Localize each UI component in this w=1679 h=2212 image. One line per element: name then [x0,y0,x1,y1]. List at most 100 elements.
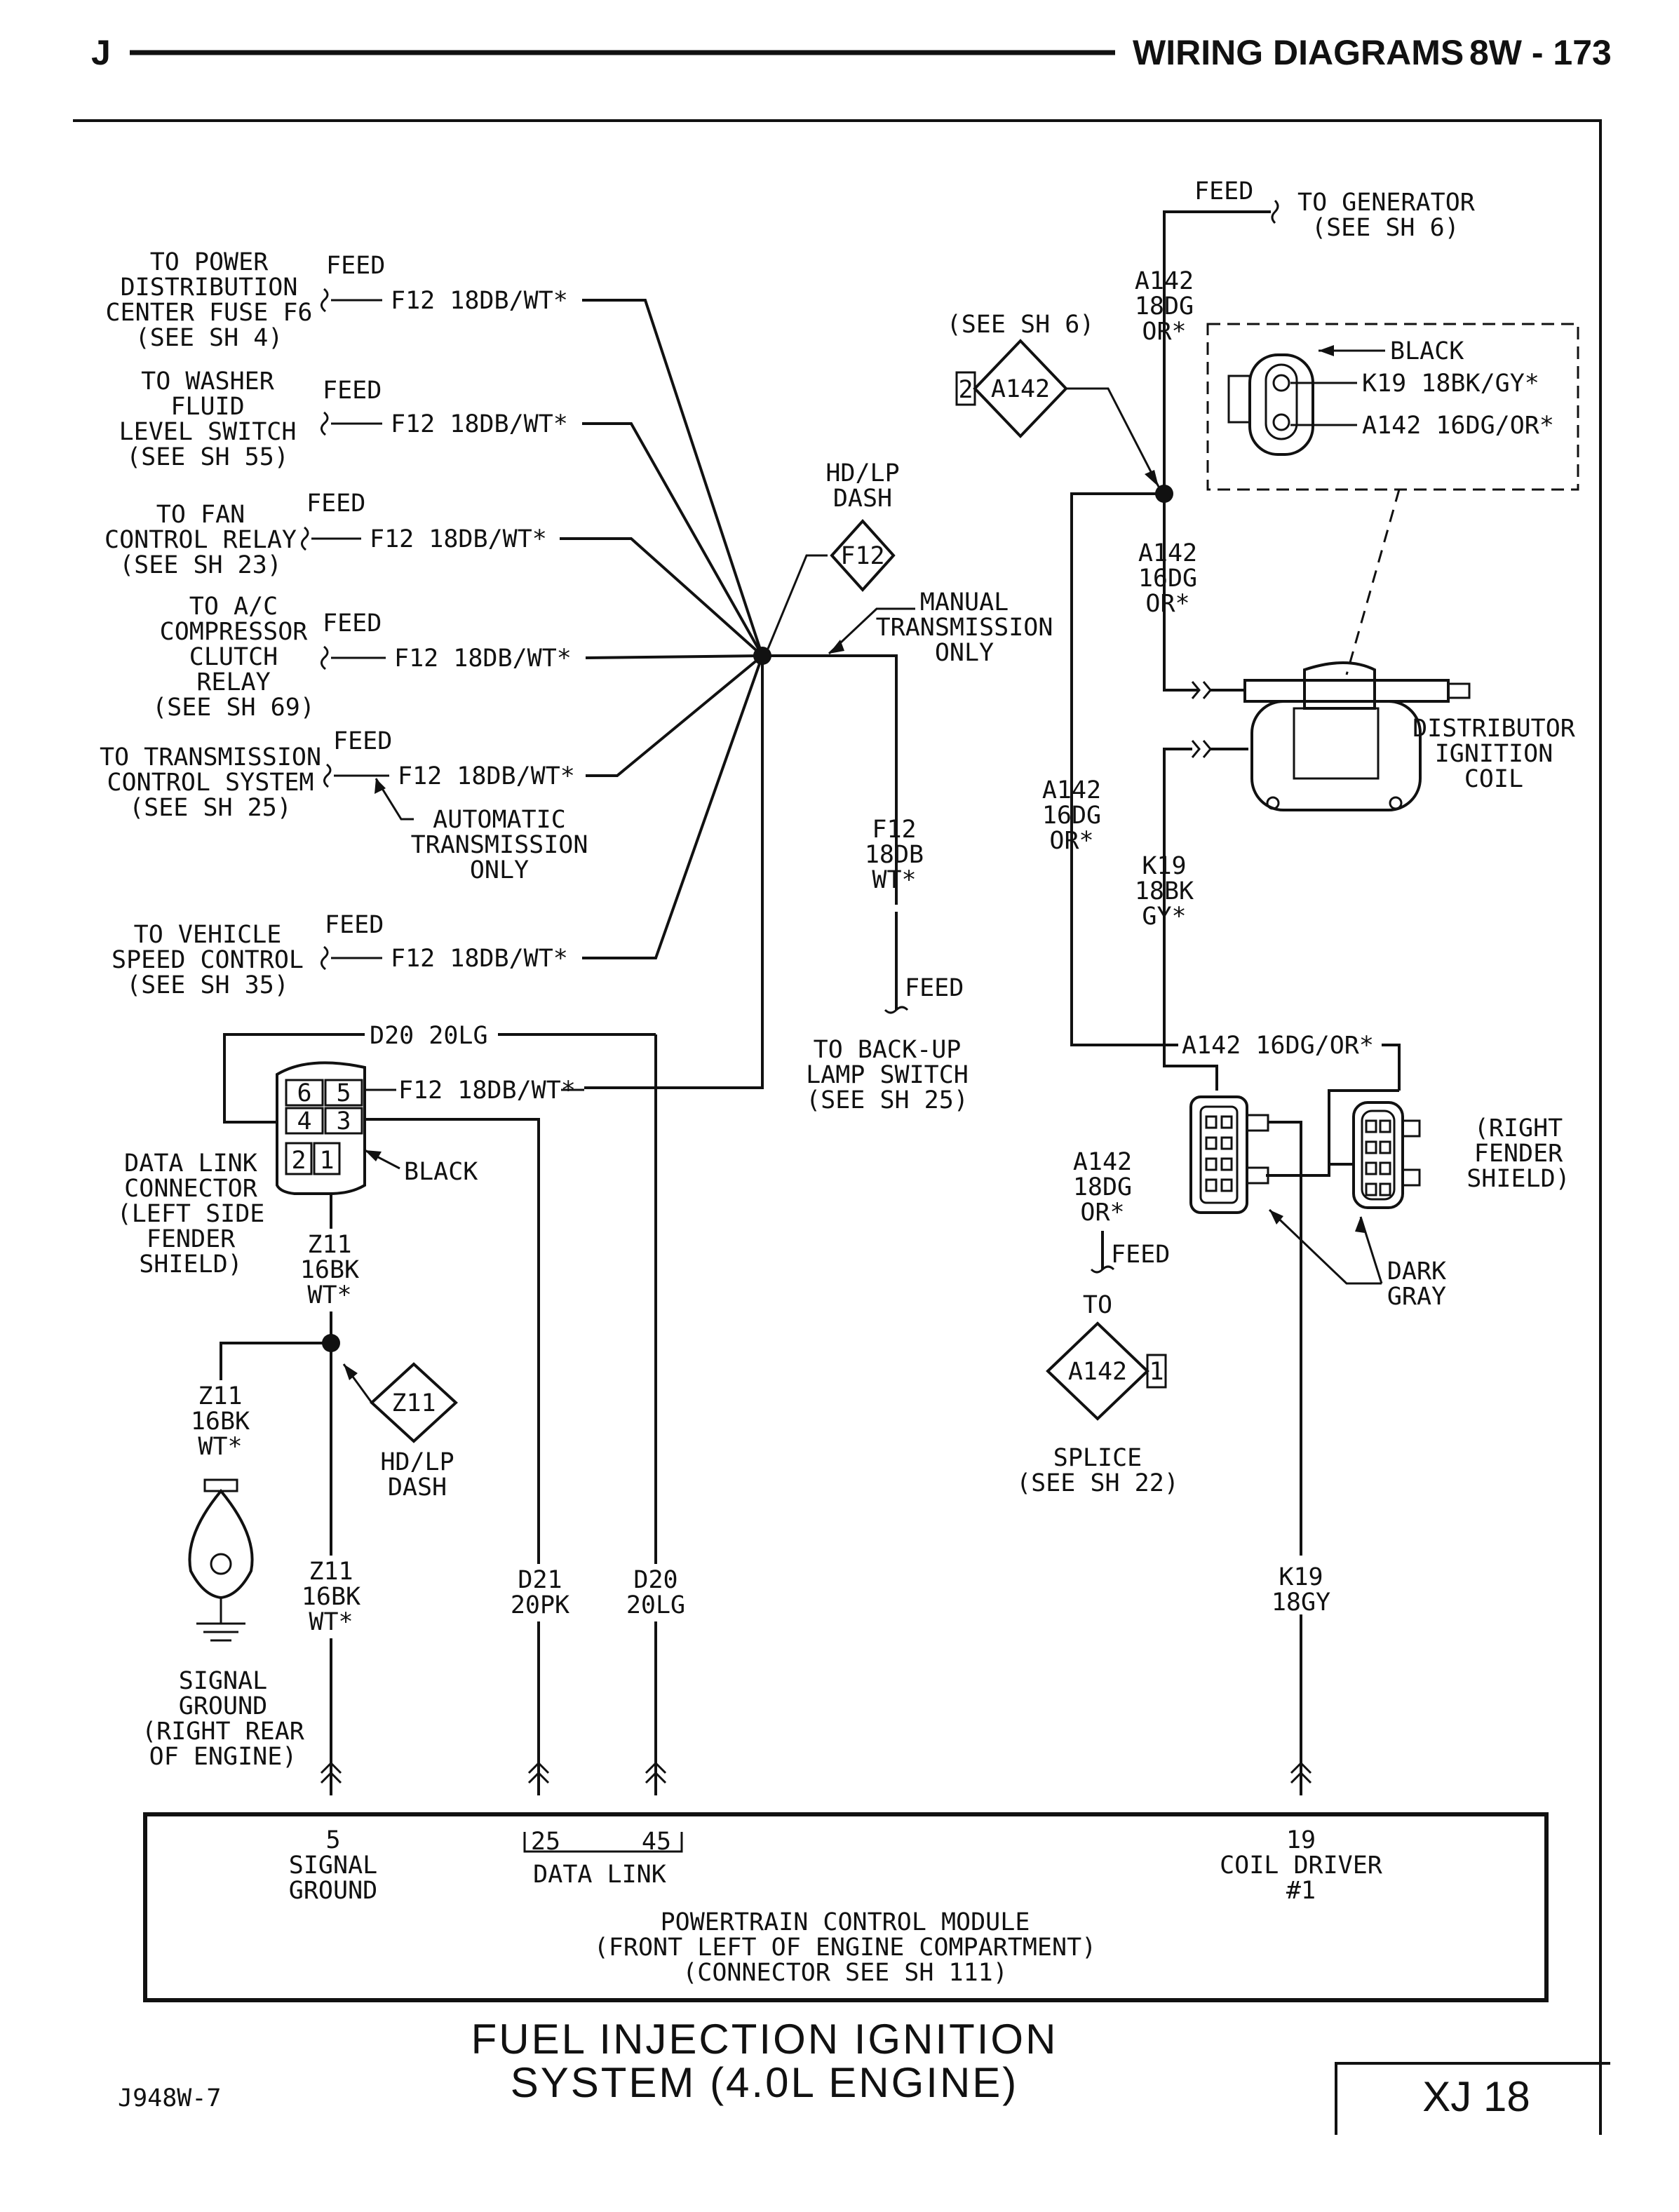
k19-mid-label: K19 18BK GY* [1135,852,1194,931]
svg-text:TO GENERATOR: TO GENERATOR [1297,189,1476,217]
svg-text:A142: A142 [991,375,1050,403]
svg-text:19: 19 [1286,1826,1316,1854]
svg-text:LAMP SWITCH: LAMP SWITCH [806,1061,969,1089]
svg-text:K19 18BK/GY*: K19 18BK/GY* [1362,370,1539,398]
svg-text:FENDER: FENDER [147,1225,236,1253]
svg-text:2: 2 [291,1147,306,1175]
svg-text:4: 4 [297,1107,311,1135]
diagram-title-line2: SYSTEM (4.0L ENGINE) [511,2059,1019,2106]
svg-text:F12 18DB/WT*: F12 18DB/WT* [391,287,568,315]
svg-text:SPEED CONTROL: SPEED CONTROL [112,946,304,974]
signal-ground-symbol: SIGNAL GROUND (RIGHT REAR OF ENGINE) [142,1478,305,1771]
svg-text:16BK: 16BK [300,1256,359,1284]
feed-power-distribution: TO POWER DISTRIBUTION CENTER FUSE F6 (SE… [105,248,567,352]
sheet-id: XJ 18 [1422,2073,1530,2120]
svg-text:OR*: OR* [1080,1199,1124,1227]
svg-text:Z11: Z11 [309,1558,353,1586]
svg-text:45: 45 [642,1828,671,1856]
svg-text:IGNITION: IGNITION [1435,740,1553,768]
svg-text:OR*: OR* [1049,827,1093,855]
svg-text:WT*: WT* [872,866,916,894]
backup-lamp-branch: F12 18DB WT* FEED TO BACK-UP LAMP SWITCH… [806,816,969,1114]
footer-code: J948W-7 [118,2084,222,2112]
svg-text:HD/LP: HD/LP [825,459,899,487]
svg-text:18DB: 18DB [865,841,924,869]
svg-text:(SEE SH 55): (SEE SH 55) [126,443,289,471]
svg-text:TRANSMISSION: TRANSMISSION [876,614,1053,642]
svg-text:F12: F12 [840,542,884,570]
a142-top-label: A142 18DG OR* [1135,267,1194,346]
svg-text:FEED: FEED [905,974,964,1002]
svg-text:(SEE SH 22): (SEE SH 22) [1016,1469,1179,1497]
svg-text:FEED: FEED [1111,1241,1170,1269]
coil-connector-detail: BLACK K19 18BK/GY* A142 16DG/OR* [1206,323,1579,675]
svg-text:GROUND: GROUND [179,1692,267,1720]
svg-text:F12 18DB/WT*: F12 18DB/WT* [391,945,568,973]
a142-horiz-bg [1178,1030,1382,1060]
feed-washer-fluid: TO WASHER FLUID LEVEL SWITCH (SEE SH 55)… [119,367,568,471]
svg-text:SIGNAL: SIGNAL [179,1667,267,1695]
svg-text:5: 5 [325,1826,340,1854]
svg-text:DATA LINK: DATA LINK [124,1149,257,1178]
a142-mid-label: A142 16DG OR* [1138,539,1197,618]
svg-text:(FRONT LEFT OF ENGINE COMPARTM: (FRONT LEFT OF ENGINE COMPARTMENT) [594,1934,1096,1962]
svg-text:TO POWER: TO POWER [150,248,269,276]
svg-text:GRAY: GRAY [1387,1283,1446,1311]
svg-text:6: 6 [297,1079,311,1107]
svg-text:CLUTCH: CLUTCH [189,643,278,671]
svg-text:LEVEL SWITCH: LEVEL SWITCH [119,418,297,446]
svg-text:2: 2 [958,376,973,404]
svg-text:ONLY: ONLY [935,639,994,667]
svg-text:DISTRIBUTION: DISTRIBUTION [121,274,298,302]
svg-text:16BK: 16BK [191,1408,250,1436]
svg-text:18DG: 18DG [1073,1173,1132,1201]
svg-text:COIL DRIVER: COIL DRIVER [1220,1852,1383,1880]
svg-text:18GY: 18GY [1272,1589,1330,1617]
svg-text:(SEE SH 35): (SEE SH 35) [126,971,289,999]
splice-z11: Z11 HD/LP DASH [342,1362,458,1502]
svg-text:TO TRANSMISSION: TO TRANSMISSION [100,743,321,771]
z11-upper-label: Z11 16BK WT* [295,1229,368,1311]
feed-ac-compressor-relay: TO A/C COMPRESSOR CLUTCH RELAY (SEE SH 6… [152,593,572,722]
dark-gray-label: DARK GRAY [1268,1208,1446,1311]
z11-lower-label: Z11 16BK WT* [293,1556,369,1638]
z11-left-label: Z11 16BK WT* [184,1380,257,1463]
svg-text:(CONNECTOR SEE SH 111): (CONNECTOR SEE SH 111) [682,1959,1008,1987]
pcm-terminals [320,1761,1312,1784]
svg-text:FEED: FEED [325,911,384,939]
svg-text:COIL: COIL [1464,765,1523,793]
splice-f12: HD/LP DASH F12 [767,459,900,649]
svg-text:GROUND: GROUND [289,1877,377,1905]
splice-a142-lower: A142 1 SPLICE (SEE SH 22) [1016,1321,1179,1497]
svg-text:1: 1 [319,1147,334,1175]
svg-text:FLUID: FLUID [170,393,244,421]
svg-text:WT*: WT* [307,1281,351,1309]
svg-text:BLACK: BLACK [1390,337,1464,365]
right-fender-label: (RIGHT FENDER SHIELD) [1466,1114,1570,1193]
svg-text:WT*: WT* [309,1608,353,1636]
feed-vehicle-speed-control: TO VEHICLE SPEED CONTROL (SEE SH 35) FEE… [112,911,568,999]
svg-text:Z11: Z11 [391,1389,436,1417]
svg-text:25: 25 [531,1828,560,1856]
z11-splice-dot [322,1334,340,1352]
svg-text:WT*: WT* [198,1433,242,1461]
svg-text:DATA LINK: DATA LINK [533,1861,666,1889]
header-title: WIRING DIAGRAMS [1133,33,1464,72]
svg-text:(SEE SH 23): (SEE SH 23) [119,551,282,579]
svg-text:D20: D20 [633,1566,677,1594]
generator-feed: FEED TO GENERATOR (SEE SH 6) [1163,177,1476,491]
svg-text:TO WASHER: TO WASHER [141,367,275,396]
svg-text:HD/LP: HD/LP [380,1448,454,1476]
svg-text:TO VEHICLE: TO VEHICLE [134,921,282,949]
svg-text:COMPRESSOR: COMPRESSOR [160,618,309,646]
svg-text:SIGNAL: SIGNAL [289,1852,377,1880]
svg-text:TO FAN: TO FAN [156,501,245,529]
svg-text:OF ENGINE): OF ENGINE) [149,1743,297,1771]
svg-text:CONNECTOR: CONNECTOR [124,1175,258,1203]
svg-text:16BK: 16BK [302,1583,360,1611]
svg-text:ONLY: ONLY [470,856,529,884]
svg-text:SPLICE: SPLICE [1053,1444,1142,1472]
inline-connector-left [1189,1095,1269,1214]
diagram-title-line1: FUEL INJECTION IGNITION [471,2016,1058,2063]
